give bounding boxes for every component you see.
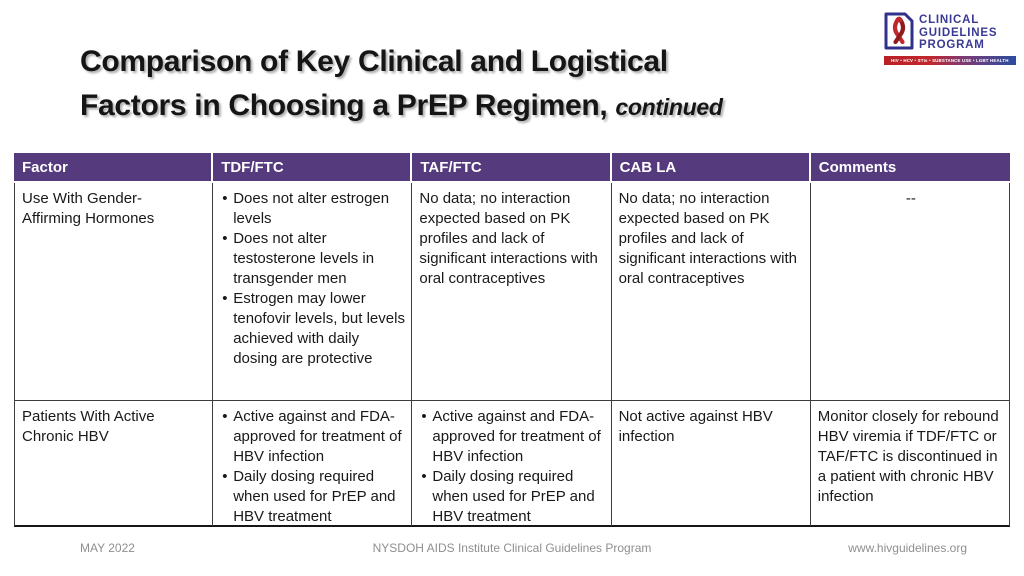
column-header-factor: Factor bbox=[14, 153, 214, 183]
logo-word-1: CLINICAL bbox=[919, 14, 980, 26]
bullet-item: Daily dosing required when used for PrEP… bbox=[220, 467, 406, 525]
logo-wordmark: CLINICAL GUIDELINES PROGRAM bbox=[919, 12, 997, 52]
bullet-item: Does not alter estrogen levels bbox=[220, 189, 406, 229]
column-header-taf-ftc: TAF/FTC bbox=[412, 153, 612, 183]
column-header-comments: Comments bbox=[810, 153, 1010, 183]
slide-title-continued: continued bbox=[615, 94, 723, 120]
column-header-tdf-ftc: TDF/FTC bbox=[213, 153, 413, 183]
slide-title: Comparison of Key Clinical and Logistica… bbox=[80, 40, 900, 129]
bullet-item: Active against and FDA-approved for trea… bbox=[220, 407, 406, 467]
logo-topics-bar: HIV • HCV • STIs • SUBSTANCE USE • LGBT … bbox=[884, 55, 1016, 65]
table-row2-taf-ftc: Active against and FDA-approved for trea… bbox=[412, 401, 612, 527]
bullet-list: Active against and FDA-approved for trea… bbox=[220, 407, 406, 525]
table-row2-cab-la: Not active against HBV infection bbox=[611, 401, 811, 527]
bullet-item: Daily dosing required when used for PrEP… bbox=[419, 467, 605, 525]
table-row1-comments: -- bbox=[810, 183, 1010, 401]
logo-word-3: PROGRAM bbox=[919, 39, 985, 51]
logo-row: CLINICAL GUIDELINES PROGRAM bbox=[884, 12, 1016, 52]
bullet-list: Active against and FDA-approved for trea… bbox=[419, 407, 605, 525]
comparison-table: Factor TDF/FTC TAF/FTC CAB LA Comments U… bbox=[14, 153, 1010, 527]
bullet-item: Active against and FDA-approved for trea… bbox=[419, 407, 605, 467]
table-row1-taf-ftc: No data; no interaction expected based o… bbox=[412, 183, 612, 401]
bullet-item: Does not alter testosterone levels in tr… bbox=[220, 229, 406, 289]
logo-topics-text: HIV • HCV • STIs • SUBSTANCE USE • LGBT … bbox=[891, 57, 1009, 63]
slide-title-line2: Factors in Choosing a PrEP Regimen, conti… bbox=[80, 84, 900, 129]
footer-program-name: NYSDOH AIDS Institute Clinical Guideline… bbox=[372, 541, 652, 555]
logo-word-2: GUIDELINES bbox=[919, 26, 998, 39]
slide-title-line1: Comparison of Key Clinical and Logistica… bbox=[80, 45, 668, 78]
bullet-list: Does not alter estrogen levels Does not … bbox=[220, 189, 406, 369]
table-row2-tdf-ftc: Active against and FDA-approved for trea… bbox=[213, 401, 413, 527]
column-header-cab-la: CAB LA bbox=[611, 153, 811, 183]
footer-website: www.hivguidelines.org bbox=[848, 541, 967, 555]
clinical-guidelines-program-logo: CLINICAL GUIDELINES PROGRAM HIV • HCV • … bbox=[884, 12, 1016, 65]
bullet-item: Estrogen may lower tenofovir levels, but… bbox=[220, 289, 406, 369]
table-row1-tdf-ftc: Does not alter estrogen levels Does not … bbox=[213, 183, 413, 401]
aids-ribbon-document-icon bbox=[884, 12, 914, 50]
slide-title-line2-text: Factors in Choosing a PrEP Regimen, bbox=[80, 89, 608, 122]
footer-date: MAY 2022 bbox=[80, 541, 135, 555]
table-row2-factor: Patients With Active Chronic HBV bbox=[14, 401, 214, 527]
table-row1-factor: Use With Gender-Affirming Hormones bbox=[14, 183, 214, 401]
table-row2-comments: Monitor closely for rebound HBV viremia … bbox=[810, 401, 1010, 527]
slide-footer: MAY 2022 NYSDOH AIDS Institute Clinical … bbox=[0, 541, 1024, 561]
table-row1-cab-la: No data; no interaction expected based o… bbox=[611, 183, 811, 401]
